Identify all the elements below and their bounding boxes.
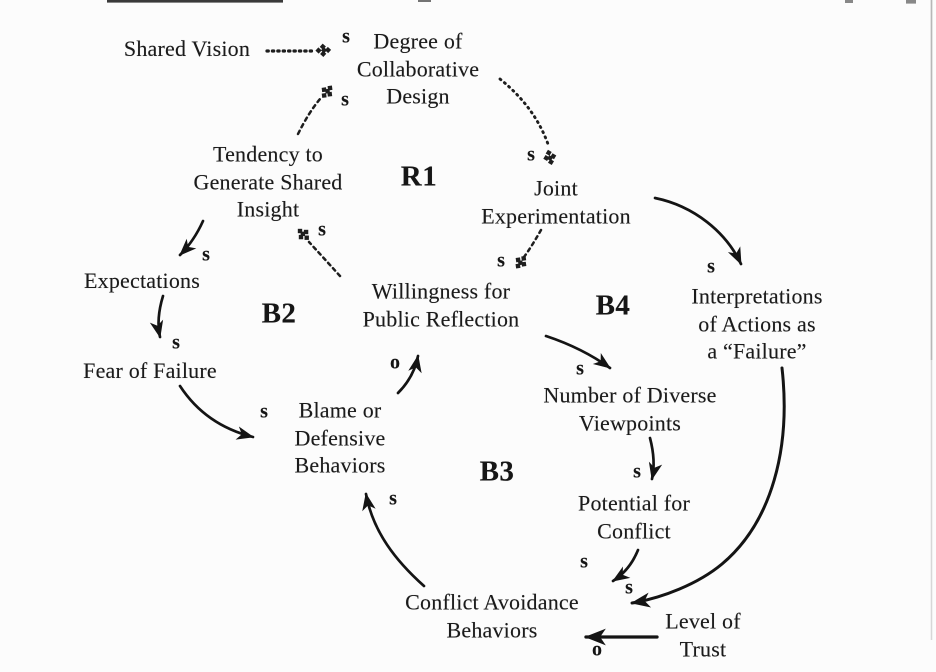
arrow-tendency-to-degree [296,97,322,136]
arrow-willingness-to-viewpoints [544,334,612,370]
polarity-shared-vision-degree: s [342,25,350,48]
scan-artifacts [107,0,916,4]
polarity-degree-joint: s [527,143,535,166]
node-blame-defensive-behaviors: Blame or Defensive Behaviors [294,397,386,478]
node-degree-collaborative-design: Degree of Collaborative Design [356,28,480,109]
node-fear-of-failure: Fear of Failure [83,358,217,384]
polarity-trust-behaviors: o [592,638,602,661]
node-joint-experimentation: Joint Experimentation [481,175,631,228]
arrow-fear-to-blame [178,384,255,440]
loop-label-B3: B3 [479,455,515,488]
arrow-joint-to-interpretations [653,196,743,266]
loop-label-R1: R1 [400,160,438,193]
arrow-expectations-to-fear [149,294,165,339]
arrow-conflict-avoidance-to-blame [362,492,426,588]
arrow-potential-to-conflict-avoidance [611,548,640,583]
arrow-tendency-to-expectations [178,219,205,257]
node-level-of-trust: Level of Trust [665,608,741,661]
polarity-joint-willingness: s [497,249,505,272]
node-potential-for-conflict: Potential for Conflict [578,490,690,543]
arrow-blame-to-willingness [396,354,422,395]
polarity-fear-blame: s [260,400,268,423]
arrow-joint-to-willingness [522,228,543,259]
node-conflict-avoidance-behaviors: Conflict Avoidance Behaviors [405,589,579,642]
polarity-potential-conflict-avoidance: s [580,550,588,573]
loop-label-B2: B2 [261,297,297,330]
polarity-conflict-avoidance-blame: s [389,487,397,510]
polarity-blame-willingness: o [390,351,400,374]
arrow-degree-to-joint [498,77,551,149]
polarity-expectations-fear: s [172,331,180,354]
node-shared-vision: Shared Vision [123,36,251,62]
node-expectations: Expectations [83,268,201,294]
node-tendency-generate-shared-insight: Tendency to Generate Shared Insight [193,141,343,222]
node-number-diverse-viewpoints: Number of Diverse Viewpoints [543,382,717,435]
polarity-joint-interpretations: s [707,255,715,278]
node-willingness-public-reflection: Willingness for Public Reflection [362,278,520,331]
node-interpretations-as-failure: Interpretations of Actions as a “Failure… [691,283,823,364]
arrow-interpretations-to-conflict-avoidance [630,366,786,608]
polarity-interpretations-conflict-avoidance: s [625,576,633,599]
polarity-tendency-expectations: s [202,243,210,266]
polarity-viewpoints-potential: s [633,460,641,483]
loop-label-B4: B4 [595,289,631,322]
arrow-willingness-to-tendency [307,240,342,278]
polarity-tendency-degree: s [341,88,349,111]
polarity-willingness-viewpoints: s [576,357,584,380]
arrow-viewpoints-to-potential [648,436,663,481]
polarity-willingness-tendency: s [318,218,326,241]
